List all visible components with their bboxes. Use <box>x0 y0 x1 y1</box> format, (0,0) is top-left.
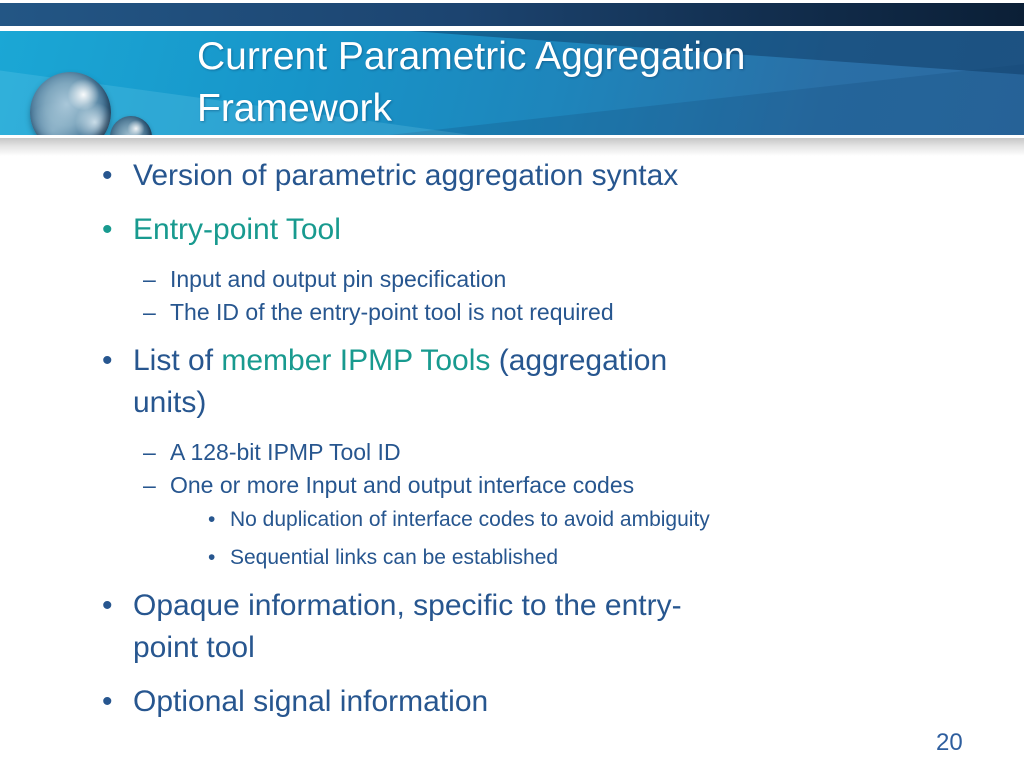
list-item-text: Version of parametric aggregation syntax <box>133 155 678 197</box>
list-item: –A 128-bit IPMP Tool ID <box>143 436 980 468</box>
text-segment: The ID of the entry-point tool is not re… <box>170 299 614 325</box>
list-item-text: Opaque information, specific to the entr… <box>133 585 682 669</box>
header-band: Current Parametric Aggregation Framework <box>0 31 1024 135</box>
list-item: • List of member IPMP Tools (aggregation … <box>102 340 980 424</box>
bullet-glyph: – <box>143 266 156 292</box>
page-number: 20 <box>936 729 963 756</box>
slide-title: Current Parametric Aggregation Framework <box>197 35 746 130</box>
list-item-text: One or more Input and output interface c… <box>170 469 634 501</box>
bullet-glyph: • <box>102 589 113 622</box>
text-segment: Version of parametric aggregation syntax <box>133 159 679 192</box>
header-separator-strip <box>0 138 1024 156</box>
text-segment: Input and output pin specification <box>170 266 507 292</box>
bullet-glyph: – <box>143 299 156 325</box>
bullet-glyph: • <box>102 344 113 377</box>
list-item: • Optional signal information <box>102 681 980 723</box>
list-item-text: Optional signal information <box>133 681 488 723</box>
list-item-text: No duplication of interface codes to avo… <box>230 505 710 535</box>
text-segment: Optional signal information <box>133 685 489 718</box>
bullet-glyph: • <box>208 508 216 531</box>
bullet-glyph: • <box>102 213 113 246</box>
list-item: –The ID of the entry-point tool is not r… <box>143 296 980 328</box>
bullet-list: • Version of parametric aggregation synta… <box>0 155 980 723</box>
bullet-glyph: • <box>102 159 113 192</box>
list-item-text: List of member IPMP Tools (aggregation u… <box>133 340 667 424</box>
text-segment: Entry-point Tool <box>133 213 341 246</box>
list-item: • Entry-point Tool <box>102 209 980 251</box>
logo-sphere-small-icon <box>110 116 152 135</box>
list-item: • Sequential links can be established <box>208 543 980 573</box>
list-item: • No duplication of interface codes to av… <box>208 505 980 535</box>
list-item: • Opaque information, specific to the ent… <box>102 585 980 669</box>
list-item-text: The ID of the entry-point tool is not re… <box>170 296 614 328</box>
bullet-glyph: • <box>208 546 216 569</box>
text-segment: member IPMP Tools <box>221 344 491 377</box>
text-segment: List of <box>133 344 222 377</box>
text-segment: No duplication of interface codes to avo… <box>230 508 710 531</box>
list-item: –Input and output pin specification <box>143 263 980 295</box>
text-segment: One or more Input and output interface c… <box>170 472 635 498</box>
list-item: • Version of parametric aggregation synta… <box>102 155 980 197</box>
text-segment: A 128-bit IPMP Tool ID <box>170 439 401 465</box>
text-segment: Sequential links can be established <box>230 546 559 569</box>
bullet-glyph: • <box>102 685 113 718</box>
list-item-text: Input and output pin specification <box>170 263 506 295</box>
text-segment: Opaque information, specific to the entr… <box>133 589 682 664</box>
list-item-text: A 128-bit IPMP Tool ID <box>170 436 401 468</box>
list-item: –One or more Input and output interface … <box>143 469 980 501</box>
header-top-strip <box>0 3 1024 26</box>
bullet-glyph: – <box>143 472 156 498</box>
list-item-text: Entry-point Tool <box>133 209 341 251</box>
logo-sphere-large-icon <box>30 72 111 135</box>
bullet-glyph: – <box>143 439 156 465</box>
text-segment: (aggregation units) <box>133 344 668 419</box>
list-item-text: Sequential links can be established <box>230 543 558 573</box>
